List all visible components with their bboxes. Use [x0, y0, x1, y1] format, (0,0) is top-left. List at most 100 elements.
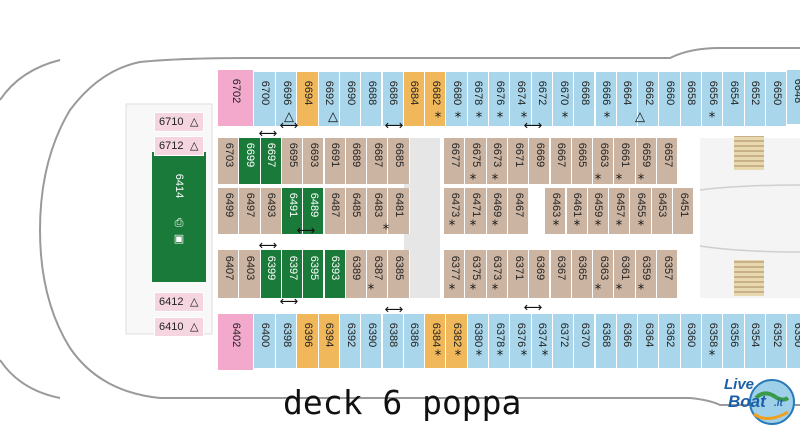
cabin-6457[interactable]: 6457	[609, 188, 631, 234]
cabin-6671[interactable]: 6671	[507, 138, 530, 184]
cabin-6652[interactable]: 6652	[744, 72, 766, 126]
cabin-6682[interactable]: 6682	[425, 72, 447, 126]
cabin-6473[interactable]: 6473	[444, 188, 466, 234]
cabin-6689[interactable]: 6689	[345, 138, 368, 184]
cabin-6680[interactable]: 6680	[446, 72, 468, 126]
cabin-6372[interactable]: 6372	[552, 314, 575, 368]
cabin-6712[interactable]: 6712△	[154, 136, 204, 156]
cabin-6363[interactable]: 6363	[593, 250, 615, 298]
cabin-6389[interactable]: 6389	[345, 250, 368, 298]
cabin-6491[interactable]: 6491	[281, 188, 304, 234]
cabin-6370[interactable]: 6370	[574, 314, 596, 368]
cabin-6697[interactable]: 6697	[260, 138, 282, 184]
cabin-6374[interactable]: 6374	[531, 314, 553, 368]
cabin-6376[interactable]: 6376	[510, 314, 532, 368]
cabin-6661[interactable]: 6661	[614, 138, 636, 184]
cabin-6471[interactable]: 6471	[465, 188, 487, 234]
cabin-6657[interactable]: 6657	[657, 138, 679, 184]
cabin-6489[interactable]: 6489	[303, 188, 325, 234]
cabin-6390[interactable]: 6390	[361, 314, 383, 368]
cabin-6654[interactable]: 6654	[723, 72, 745, 126]
cabin-6676[interactable]: 6676	[489, 72, 511, 126]
cabin-6699[interactable]: 6699	[239, 138, 261, 184]
cabin-6359[interactable]: 6359	[635, 250, 657, 298]
cabin-6483[interactable]: 6483	[367, 188, 389, 234]
cabin-6675[interactable]: 6675	[465, 138, 487, 184]
cabin-6662[interactable]: 6662	[638, 72, 660, 126]
cabin-6703[interactable]: 6703	[218, 138, 240, 184]
cabin-6385[interactable]: 6385	[388, 250, 410, 298]
cabin-6407[interactable]: 6407	[218, 250, 240, 298]
cabin-6650[interactable]: 6650	[765, 72, 788, 126]
cabin-6384[interactable]: 6384	[425, 314, 447, 368]
cabin-6395[interactable]: 6395	[303, 250, 325, 298]
cabin-6350[interactable]: 6350	[787, 314, 800, 368]
cabin-6371[interactable]: 6371	[507, 250, 530, 298]
cabin-6493[interactable]: 6493	[260, 188, 282, 234]
cabin-6410[interactable]: 6410△	[154, 317, 204, 337]
cabin-6380[interactable]: 6380	[467, 314, 489, 368]
cabin-6455[interactable]: 6455	[630, 188, 652, 234]
cabin-6378[interactable]: 6378	[489, 314, 511, 368]
cabin-6666[interactable]: 6666	[595, 72, 617, 126]
cabin-6393[interactable]: 6393	[324, 250, 346, 298]
cabin-6394[interactable]: 6394	[318, 314, 340, 368]
cabin-6677[interactable]: 6677	[444, 138, 466, 184]
cabin-6686[interactable]: 6686	[382, 72, 404, 126]
cabin-6387[interactable]: 6387	[367, 250, 389, 298]
cabin-6461[interactable]: 6461	[566, 188, 588, 234]
cabin-6684[interactable]: 6684	[403, 72, 426, 126]
cabin-6690[interactable]: 6690	[339, 72, 362, 126]
cabin-6487[interactable]: 6487	[324, 188, 346, 234]
cabin-6692[interactable]: 6692	[318, 72, 340, 126]
cabin-6352[interactable]: 6352	[765, 314, 788, 368]
cabin-6451[interactable]: 6451	[673, 188, 695, 234]
cabin-6685[interactable]: 6685	[388, 138, 410, 184]
cabin-6358[interactable]: 6358	[702, 314, 724, 368]
cabin-6463[interactable]: 6463	[545, 188, 567, 234]
cabin-6375[interactable]: 6375	[465, 250, 487, 298]
cabin-6696[interactable]: 6696	[276, 72, 298, 126]
cabin-6377[interactable]: 6377	[444, 250, 466, 298]
cabin-6386[interactable]: 6386	[403, 314, 426, 368]
cabin-6710[interactable]: 6710△	[154, 112, 204, 132]
cabin-6388[interactable]: 6388	[382, 314, 404, 368]
cabin-6392[interactable]: 6392	[339, 314, 362, 368]
cabin-6648[interactable]: 6648	[787, 70, 800, 124]
cabin-6669[interactable]: 6669	[529, 138, 551, 184]
cabin-6665[interactable]: 6665	[571, 138, 594, 184]
cabin-6412[interactable]: 6412△	[154, 292, 204, 312]
cabin-6360[interactable]: 6360	[680, 314, 702, 368]
cabin-6499[interactable]: 6499	[218, 188, 240, 234]
suite-6414[interactable]: 6414 ⎙ ▣	[152, 152, 206, 282]
cabin-6368[interactable]: 6368	[595, 314, 617, 368]
cabin-6403[interactable]: 6403	[239, 250, 261, 298]
cabin-6660[interactable]: 6660	[659, 72, 681, 126]
cabin-6678[interactable]: 6678	[467, 72, 489, 126]
cabin-6668[interactable]: 6668	[574, 72, 596, 126]
cabin-6469[interactable]: 6469	[486, 188, 508, 234]
cabin-6366[interactable]: 6366	[616, 314, 639, 368]
cabin-6399[interactable]: 6399	[260, 250, 282, 298]
cabin-6687[interactable]: 6687	[367, 138, 389, 184]
cabin-6362[interactable]: 6362	[659, 314, 681, 368]
cabin-6658[interactable]: 6658	[680, 72, 702, 126]
cabin-6664[interactable]: 6664	[616, 72, 639, 126]
cabin-6361[interactable]: 6361	[614, 250, 636, 298]
cabin-6373[interactable]: 6373	[486, 250, 508, 298]
cabin-6354[interactable]: 6354	[744, 314, 766, 368]
cabin-6700[interactable]: 6700	[254, 72, 276, 126]
cabin-6364[interactable]: 6364	[638, 314, 660, 368]
cabin-6674[interactable]: 6674	[510, 72, 532, 126]
cabin-6396[interactable]: 6396	[297, 314, 319, 368]
cabin-6497[interactable]: 6497	[239, 188, 261, 234]
cabin-6695[interactable]: 6695	[281, 138, 304, 184]
cabin-6670[interactable]: 6670	[552, 72, 575, 126]
cabin-6382[interactable]: 6382	[446, 314, 468, 368]
cabin-6691[interactable]: 6691	[324, 138, 346, 184]
cabin-6356[interactable]: 6356	[723, 314, 745, 368]
cabin-6688[interactable]: 6688	[361, 72, 383, 126]
cabin-6667[interactable]: 6667	[550, 138, 572, 184]
cabin-6694[interactable]: 6694	[297, 72, 319, 126]
cabin-6402[interactable]: 6402	[218, 314, 254, 370]
